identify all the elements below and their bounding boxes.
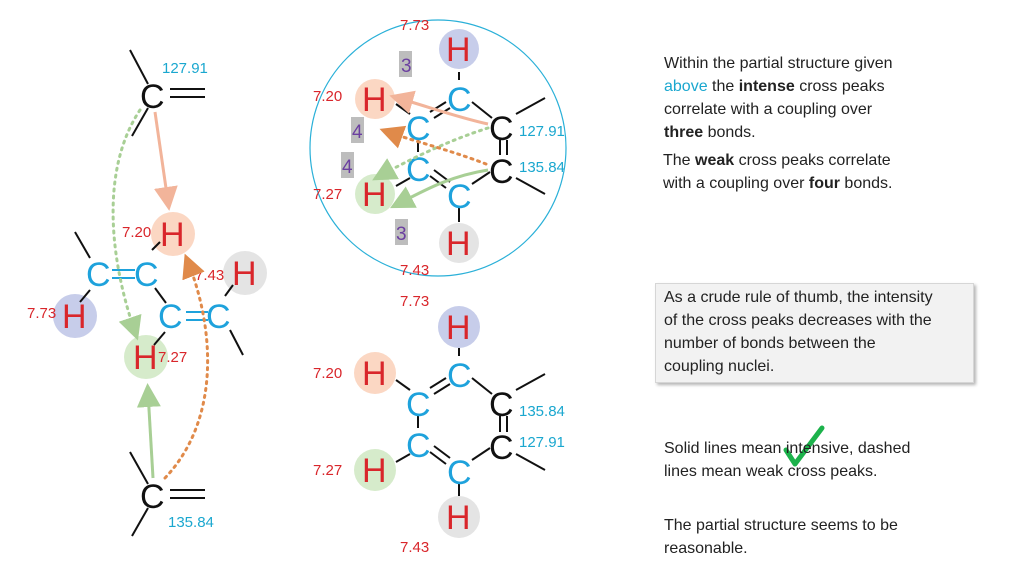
circle-arrow-orange-dotted bbox=[379, 125, 488, 166]
chain-h-left: H bbox=[62, 298, 87, 336]
h-bottom-highlight bbox=[124, 335, 168, 379]
chain-carbon-1: C bbox=[86, 256, 111, 294]
ring-c-lower-shift: 127.91 bbox=[519, 434, 565, 451]
arrow-top-dotted bbox=[111, 108, 142, 341]
circle-h-leftlow: H bbox=[362, 176, 387, 214]
fragment-bottom-carbon: C bbox=[140, 478, 165, 516]
circle-h-top: H bbox=[446, 31, 471, 69]
chain-carbon-4: C bbox=[206, 298, 231, 336]
circle-c-upper-shift: 127.91 bbox=[519, 123, 565, 140]
circle-c-lower-shift: 135.84 bbox=[519, 159, 565, 176]
arrow-top-solid bbox=[153, 111, 178, 211]
ring-structure: C C C C C C H H H H 7.73 7.20 7.27 7.43 … bbox=[313, 293, 565, 556]
ring-h-left-shift: 7.20 bbox=[313, 365, 342, 382]
circle-h-left: H bbox=[362, 81, 387, 119]
circle-h-bottom-shift: 7.43 bbox=[400, 262, 429, 279]
chain-h-left-shift: 7.73 bbox=[27, 305, 56, 322]
circle-arrow-green-dotted bbox=[372, 126, 490, 181]
circle-arrow-orange-solid bbox=[389, 90, 489, 126]
chain-h-top-shift: 7.20 bbox=[122, 224, 151, 241]
ring-carbon-4: C bbox=[406, 427, 431, 465]
chain-h-right-shift: 7.43 bbox=[195, 267, 224, 284]
ring-h-bottom: H bbox=[446, 499, 471, 537]
h-top-highlight bbox=[151, 212, 195, 256]
chain-h-top: H bbox=[160, 216, 185, 254]
ring-carbon-3: C bbox=[489, 386, 514, 424]
h-right-highlight bbox=[223, 251, 267, 295]
fragment-top-shift: 127.91 bbox=[162, 60, 208, 77]
bond-count-b: 4 bbox=[352, 122, 363, 143]
bond-count-c: 4 bbox=[342, 157, 353, 178]
bond-count-a: 3 bbox=[401, 56, 412, 77]
fragment-top-carbon: C bbox=[140, 78, 165, 116]
note-line-legend: Solid lines mean intensive, dashed lines… bbox=[664, 440, 911, 480]
circle-h-left-shift: 7.20 bbox=[313, 88, 342, 105]
ring-h-left: H bbox=[362, 355, 387, 393]
ring-h-leftlow: H bbox=[362, 452, 387, 490]
ring-h-top: H bbox=[446, 309, 471, 347]
left-assembly: C 127.91 C 135.84 C C C C H H H H 7. bbox=[27, 49, 267, 537]
ring-carbon-5: C bbox=[489, 429, 514, 467]
arrow-bottom-solid bbox=[136, 383, 161, 479]
chain-h-bottom-shift: 7.27 bbox=[158, 349, 187, 366]
chain-carbon-2: C bbox=[134, 256, 159, 294]
chain-h-bottom: H bbox=[133, 339, 158, 377]
ring-carbon-2: C bbox=[406, 386, 431, 424]
structure-circle bbox=[309, 19, 567, 277]
note-conclusion: The partial structure seems to be reason… bbox=[664, 517, 898, 557]
chain-h-right: H bbox=[232, 255, 257, 293]
circle-h-bottom: H bbox=[446, 225, 471, 263]
circle-carbon-4: C bbox=[406, 151, 431, 189]
note-three-bonds: Within the partial structure given above… bbox=[664, 55, 893, 141]
note-four-bonds: The weak cross peaks correlate with a co… bbox=[663, 152, 893, 192]
rule-of-thumb-box bbox=[655, 283, 974, 383]
ring-h-bottom-shift: 7.43 bbox=[400, 539, 429, 556]
circle-carbon-3: C bbox=[489, 110, 514, 148]
circle-carbon-5: C bbox=[489, 153, 514, 191]
ring-h-leftlow-shift: 7.27 bbox=[313, 462, 342, 479]
ring-carbon-1: C bbox=[447, 357, 472, 395]
note-rule-of-thumb: As a crude rule of thumb, the intensity … bbox=[664, 289, 933, 375]
check-icon bbox=[783, 425, 825, 467]
ring-carbon-6: C bbox=[447, 454, 472, 492]
fragment-bottom-shift: 135.84 bbox=[168, 514, 214, 531]
chain-carbon-3: C bbox=[158, 298, 183, 336]
circled-structure: C C C C C C H H H H 7.73 7.20 7.27 7.43 … bbox=[309, 17, 567, 279]
bond-count-d: 3 bbox=[396, 224, 407, 245]
circle-h-top-shift: 7.73 bbox=[400, 17, 429, 34]
circle-h-leftlow-shift: 7.27 bbox=[313, 186, 342, 203]
h-left-highlight bbox=[53, 294, 97, 338]
circle-carbon-6: C bbox=[447, 178, 472, 216]
arrow-bottom-dotted bbox=[163, 253, 210, 480]
circle-arrow-green-solid bbox=[390, 168, 489, 209]
ring-c-upper-shift: 135.84 bbox=[519, 403, 565, 420]
ring-h-top-shift: 7.73 bbox=[400, 293, 429, 310]
